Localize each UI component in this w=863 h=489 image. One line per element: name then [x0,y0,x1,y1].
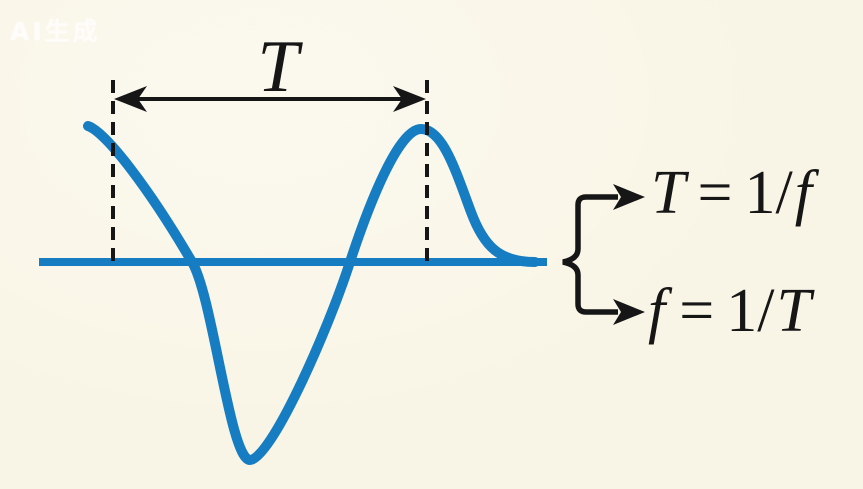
formula-bottom-lhs: f [648,277,673,345]
period-label: T [257,26,303,108]
brace-top-arrowhead-icon [613,184,645,210]
period-arrow-left-head-icon [114,86,147,112]
brace [562,194,618,315]
formula-bottom-rhs: T [776,277,815,345]
formula-top-rhs: f [795,159,820,227]
brace-bottom-arrowhead-icon [613,299,645,325]
formula-frequency-equals-one-over-period: f=1/T [648,277,815,345]
formula-bottom-numerator: 1/ [726,277,775,345]
formula-bottom-equals: = [679,277,714,345]
formula-period-equals-one-over-frequency: T=1/f [651,159,820,227]
ai-generated-watermark: AI生成 [10,17,101,46]
period-arrow-right-head-icon [393,86,426,112]
formula-top-lhs: T [651,159,690,227]
formula-top-numerator: 1/ [744,159,793,227]
sine-wave-curve [83,121,540,465]
formula-top-equals: = [697,159,732,227]
